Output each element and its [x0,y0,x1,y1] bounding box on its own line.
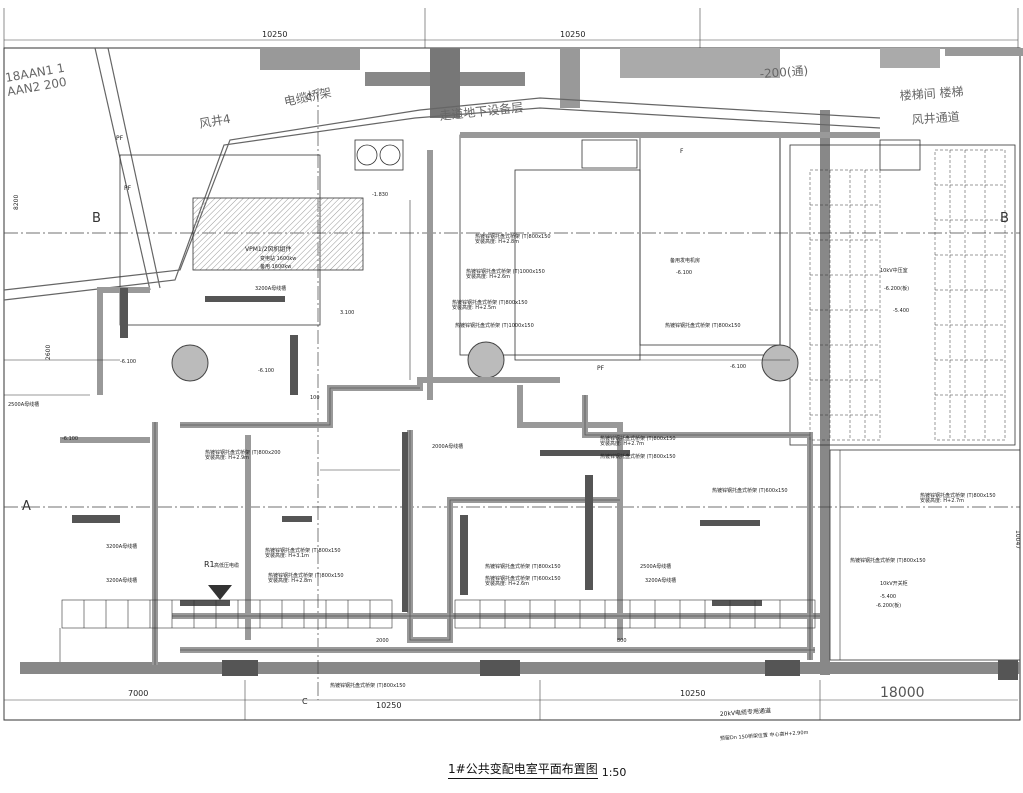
cable-label-11: 热镀锌钢托盘式桥架 (T)800x150 [485,563,561,570]
cable-label-5: 热镀锌钢托盘式桥架 (T)800x150 [665,322,741,329]
elev-4: -6.100 [676,270,692,276]
elev-1: -6.100 [120,359,136,365]
cable-label-15: 热镀锌钢托盘式桥架 (T)600x150 [712,487,788,494]
elev-7: -5.400 [893,308,909,314]
vpm-sub: 变电站 1600kw [260,255,296,262]
cable-label-6: 热镀锌钢托盘式桥架 (T)800x200 [205,449,281,456]
dim-bottom-7000: 7000 [128,689,148,698]
elev-8: -6.200(板) [876,602,901,609]
cable-label-1: 热镀锌钢托盘式桥架 (T)800x150 [475,233,551,240]
cable-label-13: 热镀锌钢托盘式桥架 (T)800x150 [920,492,996,499]
hv-cabinet-grid [809,149,1006,441]
wm-right-top: 楼梯间 楼梯 [899,84,964,103]
vpm-transformer [192,197,364,271]
cable-label-4: 热镀锌钢托盘式桥架 (T)1000x150 [455,322,534,329]
height-label-1: 安装高度: H+2.8m [475,238,519,245]
height-label-6: 安装高度: H+2.9m [205,454,249,461]
r1-arrow [208,585,232,600]
busway-5: 3200A母线槽 [106,577,137,584]
elev-6: -6.200(板) [884,285,909,292]
dim-bottom-10250-a: 10250 [376,701,401,710]
busway-2: 2500A母线槽 [8,401,39,408]
height-label-7: 安装高度: H+2.7m [600,440,644,447]
cable-label-14: 热镀锌钢托盘式桥架 (T)800x150 [850,557,926,564]
angled-walls [3,47,881,301]
elev-12: 100 [310,395,320,401]
elev-2: -6.100 [258,368,274,374]
drawing-scale: 1:50 [601,766,627,779]
bottom-dimension [3,680,1018,720]
height-label-3: 安装高度: H+2.5m [452,304,496,311]
elev-9: -5.400 [880,594,896,600]
axis-a-left: A [22,499,31,514]
axis-lines [4,88,1020,700]
room-lines [4,200,841,662]
dim-top-10250-b: 10250 [560,30,585,39]
height-label-9: 安装高度: H+3.1m [265,552,309,559]
cable-label-12: 热镀锌钢托盘式桥架 (T)600x150 [485,575,561,582]
dim-bottom-10250-b: 10250 [680,689,705,698]
busway-3: 3200A母线槽 [106,543,137,550]
label-pf-left2: PF [116,135,124,142]
busway-dark [72,288,762,612]
dim-bottom-2000: 2000 [376,638,389,644]
drawing-frame [3,47,1021,721]
height-label-13: 安装高度: H+2.7m [920,497,964,504]
elev-5: -6.100 [730,364,746,370]
cable-label-9: 热镀锌钢托盘式桥架 (T)800x150 [265,547,341,554]
label-hv-room: 备用发电机房 [670,257,700,264]
label-low-voltage-2: 10kV开关柜 [880,580,908,587]
dim-right-10047: 10047 [1014,530,1021,549]
cable-tray-routes [60,132,880,665]
cable-label-2: 热镀锌钢托盘式桥架 (T)1000x150 [466,268,545,275]
cable-label-16: 热镀锌钢托盘式桥架 (T)800x150 [330,682,406,689]
cable-tray-inner [154,387,820,665]
drawing-title-block: 1#公共变配电室平面布置图 1:50 [448,760,626,779]
dim-top-10250: 10250 [262,30,287,39]
cable-label-7: 热镀锌钢托盘式桥架 (T)800x150 [600,435,676,442]
top-dimension [3,8,1019,48]
dim-bottom-18000: 18000 [880,685,925,701]
busway-1: 3200A母线槽 [255,285,286,292]
height-label-2: 安装高度: H+2.6m [466,273,510,280]
columns [171,341,799,382]
dim-left-2600: 2600 [45,345,52,360]
dim-pitch-800: 800 [617,638,627,644]
axis-c-top: C [306,93,312,102]
elev-10: -1.830 [372,192,388,198]
wm-wind: 风井4 [198,112,232,131]
label-pf-center: PF [597,365,605,372]
r1-label: R1 [204,560,215,569]
axis-b-right: B [1000,211,1009,226]
bottom-note-2: 预留Dn 150桥架位置 中心高H+2.90m [720,729,809,742]
dim-left-8200: 8200 [13,195,20,210]
busway-7: 3200A母线槽 [645,577,676,584]
elev-3: -6.100 [62,436,78,442]
axis-b-left: B [92,211,101,226]
switchgear-row-left [61,599,393,629]
axis-c-bottom: C [302,697,308,706]
height-label-10: 安装高度: H+2.8m [268,577,312,584]
wall-blocks [222,660,1018,680]
height-label-12: 安装高度: H+2.6m [485,580,529,587]
cable-label-8: 热镀锌钢托盘式桥架 (T)800x150 [600,453,676,460]
wm-top-pf: -200(通) [759,64,808,81]
bottom-note: 20kV电缆专用通道 [720,706,772,718]
drawing-title: 1#公共变配电室平面布置图 [448,760,598,779]
label-f-mid: F [680,148,684,155]
r1-sub: 高低压电缆 [214,562,239,569]
wm-right-top-2: 风井通道 [911,110,960,127]
vpm-label: VPM1/2风机组件 [245,245,292,253]
cable-label-10: 热镀锌钢托盘式桥架 (T)800x150 [268,572,344,579]
equipment-boxes [354,139,921,171]
vpm-sub2: 备用 1600kw [260,263,291,270]
busway-4: 2000A母线槽 [432,443,463,450]
switchgear-row-right [454,599,816,629]
label-low-voltage: 10kV中压室 [880,267,908,274]
elev-11: 3.100 [340,310,354,316]
cable-label-3: 热镀锌钢托盘式桥架 (T)800x150 [452,299,528,306]
label-pf-left: PF [124,185,132,192]
busway-6: 2500A母线槽 [640,563,671,570]
